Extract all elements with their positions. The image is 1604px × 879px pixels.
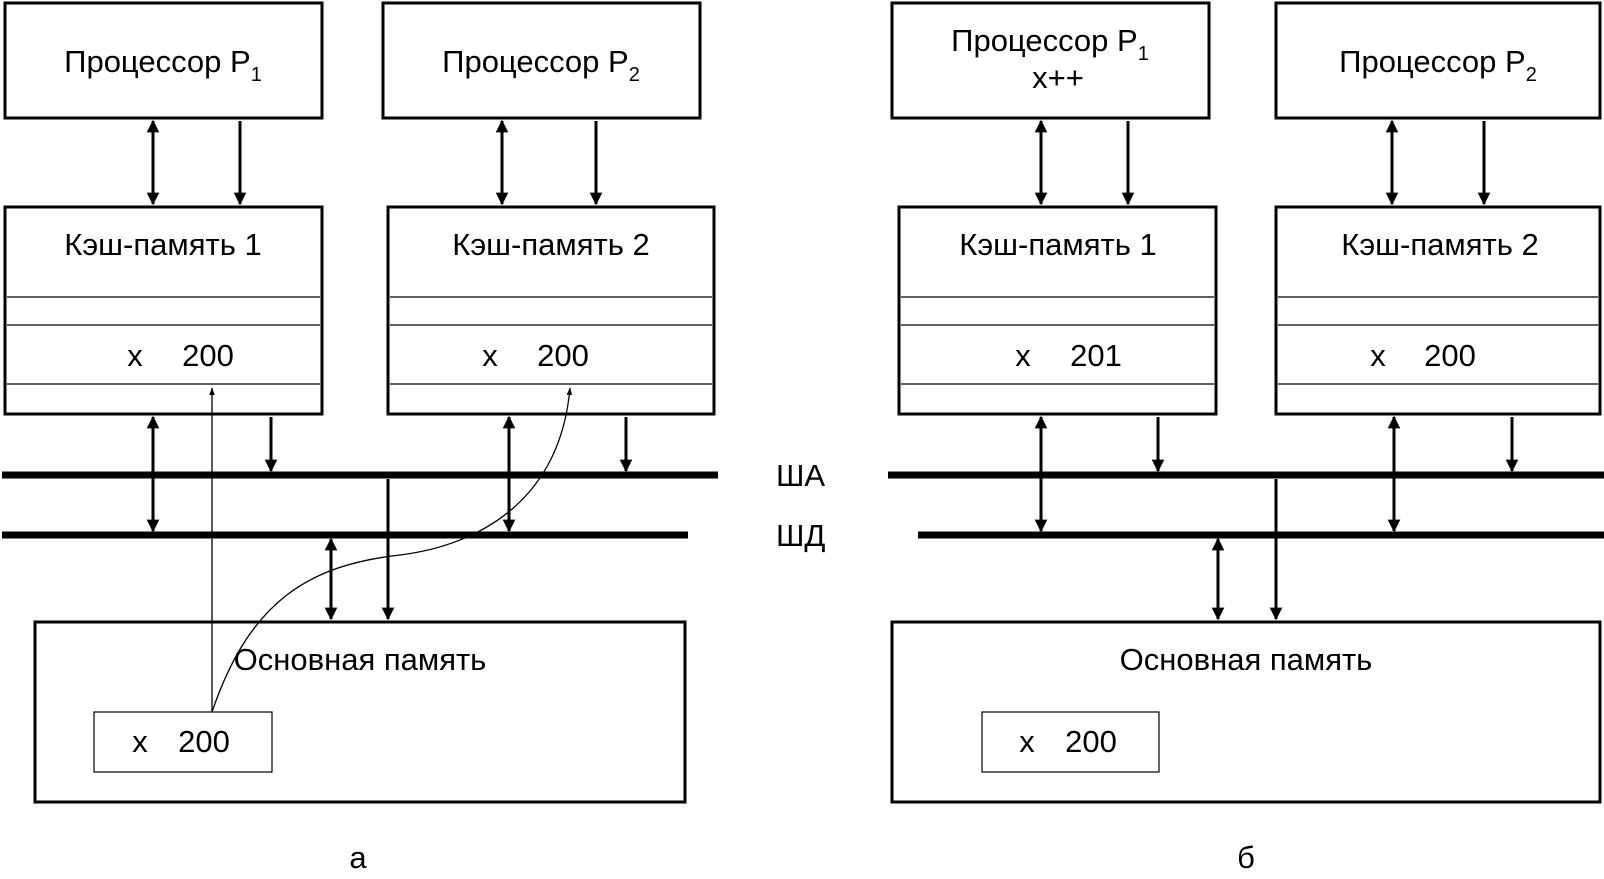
- main-memory-title: Основная память: [1120, 642, 1373, 677]
- panel-a: Процессор P1 Процессор P2 Кэш-память 1 x…: [2, 1, 718, 875]
- processor-1-box: Процессор P1: [3, 1, 324, 120]
- cache-2-var: x: [1370, 338, 1386, 373]
- cache-1-var: x: [1015, 338, 1031, 373]
- processor-2-box: Процессор P2: [381, 1, 702, 120]
- cache-2-box: Кэш-память 2 x 200: [1274, 205, 1602, 416]
- panel-b-caption: б: [1237, 840, 1255, 875]
- cache-2-title: Кэш-память 2: [452, 227, 649, 262]
- memory-cell-var: x: [1019, 724, 1035, 759]
- cache-1-box: Кэш-память 1 x 200: [3, 205, 324, 416]
- cache-1-box: Кэш-память 1 x 201: [897, 205, 1218, 416]
- cache-2-value: 200: [1424, 338, 1476, 373]
- cache-2-title: Кэш-память 2: [1341, 227, 1538, 262]
- memory-cell: [93, 711, 273, 773]
- address-bus-label: ША: [776, 458, 825, 493]
- cache-2-box: Кэш-память 2 x 200: [386, 205, 716, 416]
- memory-cell-value: 200: [178, 724, 230, 759]
- cache-2-value: 200: [537, 338, 589, 373]
- processor-2-box: Процессор P2: [1274, 1, 1602, 120]
- processor-1-operation: x++: [1032, 60, 1084, 95]
- panel-a-caption: а: [349, 840, 367, 875]
- processor-1-label: Процессор P1: [64, 44, 262, 86]
- processor-2-label: Процессор P2: [442, 44, 640, 86]
- cache-2-var: x: [482, 338, 498, 373]
- processor-2-label: Процессор P2: [1339, 44, 1537, 86]
- memory-cell: [981, 711, 1160, 773]
- main-memory-title: Основная память: [234, 642, 487, 677]
- cache-1-title: Кэш-память 1: [959, 227, 1156, 262]
- panel-b: Процессор P1 x++ Процессор P2 Кэш-память…: [888, 1, 1604, 875]
- main-memory-box: Основная память x 200: [33, 620, 687, 804]
- memory-cell-value: 200: [1065, 724, 1117, 759]
- cache-1-var: x: [127, 338, 143, 373]
- cache-1-value: 201: [1070, 338, 1122, 373]
- processor-1-box: Процессор P1 x++: [890, 1, 1211, 120]
- cache-1-value: 200: [182, 338, 234, 373]
- load-to-cache2-arrow: [211, 387, 573, 713]
- processor-1-label: Процессор P1: [951, 23, 1149, 65]
- cache-1-title: Кэш-память 1: [64, 227, 261, 262]
- main-memory-box: Основная память x 200: [890, 620, 1602, 804]
- data-bus-label: ШД: [776, 518, 825, 553]
- memory-cell-var: x: [132, 724, 148, 759]
